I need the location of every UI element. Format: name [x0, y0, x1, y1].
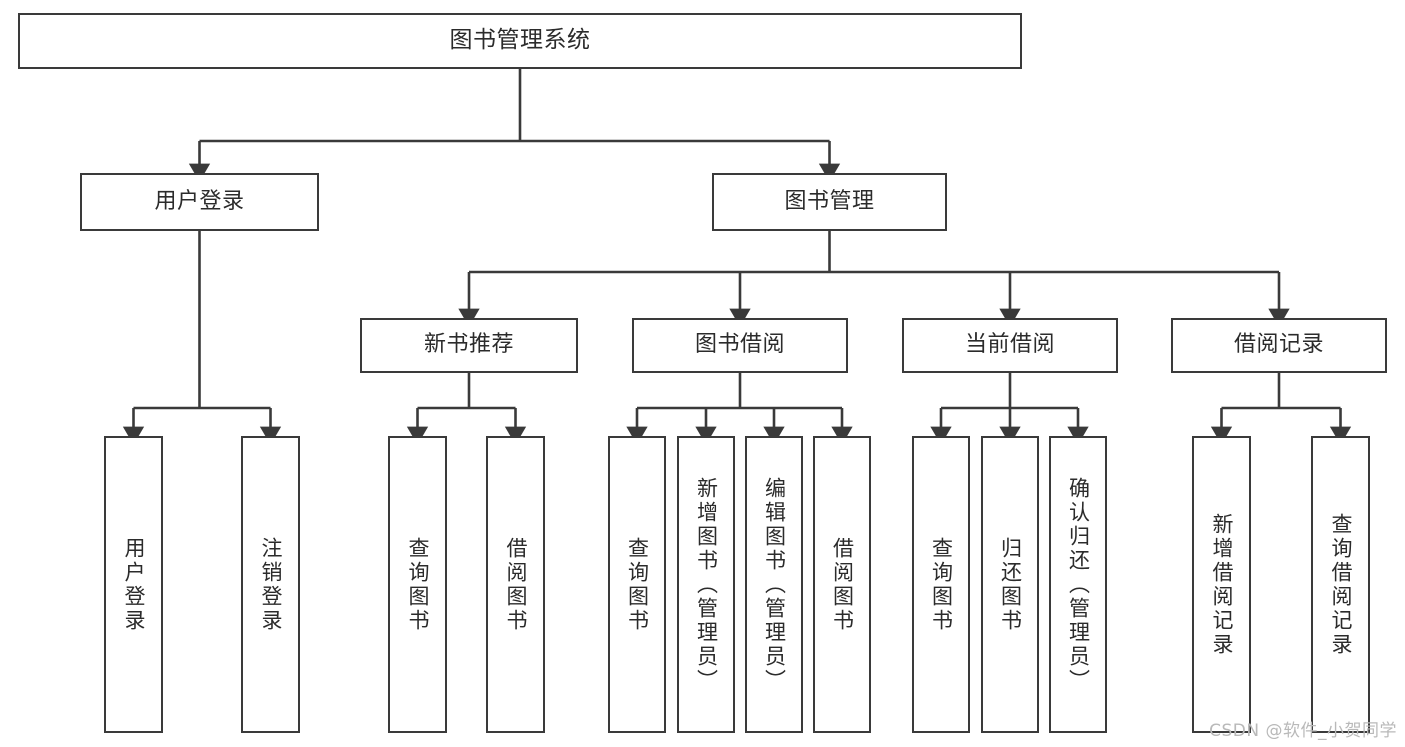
node-图书管理系统[interactable]: 图书管理系统 [18, 13, 1022, 69]
node-label: 借阅图书 [504, 536, 528, 633]
node-注销登录[interactable]: 注销登录 [241, 436, 300, 733]
node-图书借阅[interactable]: 图书借阅 [632, 318, 848, 373]
node-label: 新书推荐 [423, 332, 514, 358]
node-确认归还管理员[interactable]: 确认归还（管理员） [1049, 436, 1107, 733]
node-查询借阅记录[interactable]: 查询借阅记录 [1311, 436, 1370, 733]
node-新增图书管理员[interactable]: 新增图书（管理员） [677, 436, 735, 733]
node-归还图书[interactable]: 归还图书 [981, 436, 1039, 733]
node-label: 编辑图书（管理员） [762, 476, 787, 693]
node-用户登录[interactable]: 用户登录 [80, 173, 319, 231]
node-label: 当前借阅 [964, 332, 1055, 358]
node-label: 注销登录 [259, 536, 283, 633]
node-查询图书[interactable]: 查询图书 [608, 436, 666, 733]
node-查询图书[interactable]: 查询图书 [388, 436, 447, 733]
node-新书推荐[interactable]: 新书推荐 [360, 318, 578, 373]
node-label: 借阅记录 [1233, 332, 1324, 358]
node-label: 查询借阅记录 [1329, 512, 1353, 657]
node-label: 查询图书 [406, 536, 430, 633]
node-label: 新增借阅记录 [1210, 512, 1234, 657]
node-label: 图书管理系统 [449, 27, 591, 54]
node-label: 图书借阅 [694, 332, 785, 358]
node-新增借阅记录[interactable]: 新增借阅记录 [1192, 436, 1251, 733]
node-当前借阅[interactable]: 当前借阅 [902, 318, 1118, 373]
node-借阅记录[interactable]: 借阅记录 [1171, 318, 1387, 373]
node-label: 查询图书 [625, 536, 650, 633]
node-label: 查询图书 [929, 536, 954, 633]
node-label: 确认归还（管理员） [1066, 476, 1091, 693]
node-图书管理[interactable]: 图书管理 [712, 173, 947, 231]
node-label: 用户登录 [122, 536, 146, 633]
node-查询图书[interactable]: 查询图书 [912, 436, 970, 733]
node-编辑图书管理员[interactable]: 编辑图书（管理员） [745, 436, 803, 733]
node-label: 归还图书 [998, 536, 1023, 633]
node-借阅图书[interactable]: 借阅图书 [813, 436, 871, 733]
node-用户登录[interactable]: 用户登录 [104, 436, 163, 733]
node-label: 借阅图书 [830, 536, 855, 633]
node-label: 新增图书（管理员） [694, 476, 719, 693]
node-label: 图书管理 [784, 188, 875, 214]
node-label: 用户登录 [154, 188, 245, 214]
node-借阅图书[interactable]: 借阅图书 [486, 436, 545, 733]
csdn-watermark: CSDN @软件_小贺同学 [1209, 721, 1397, 741]
